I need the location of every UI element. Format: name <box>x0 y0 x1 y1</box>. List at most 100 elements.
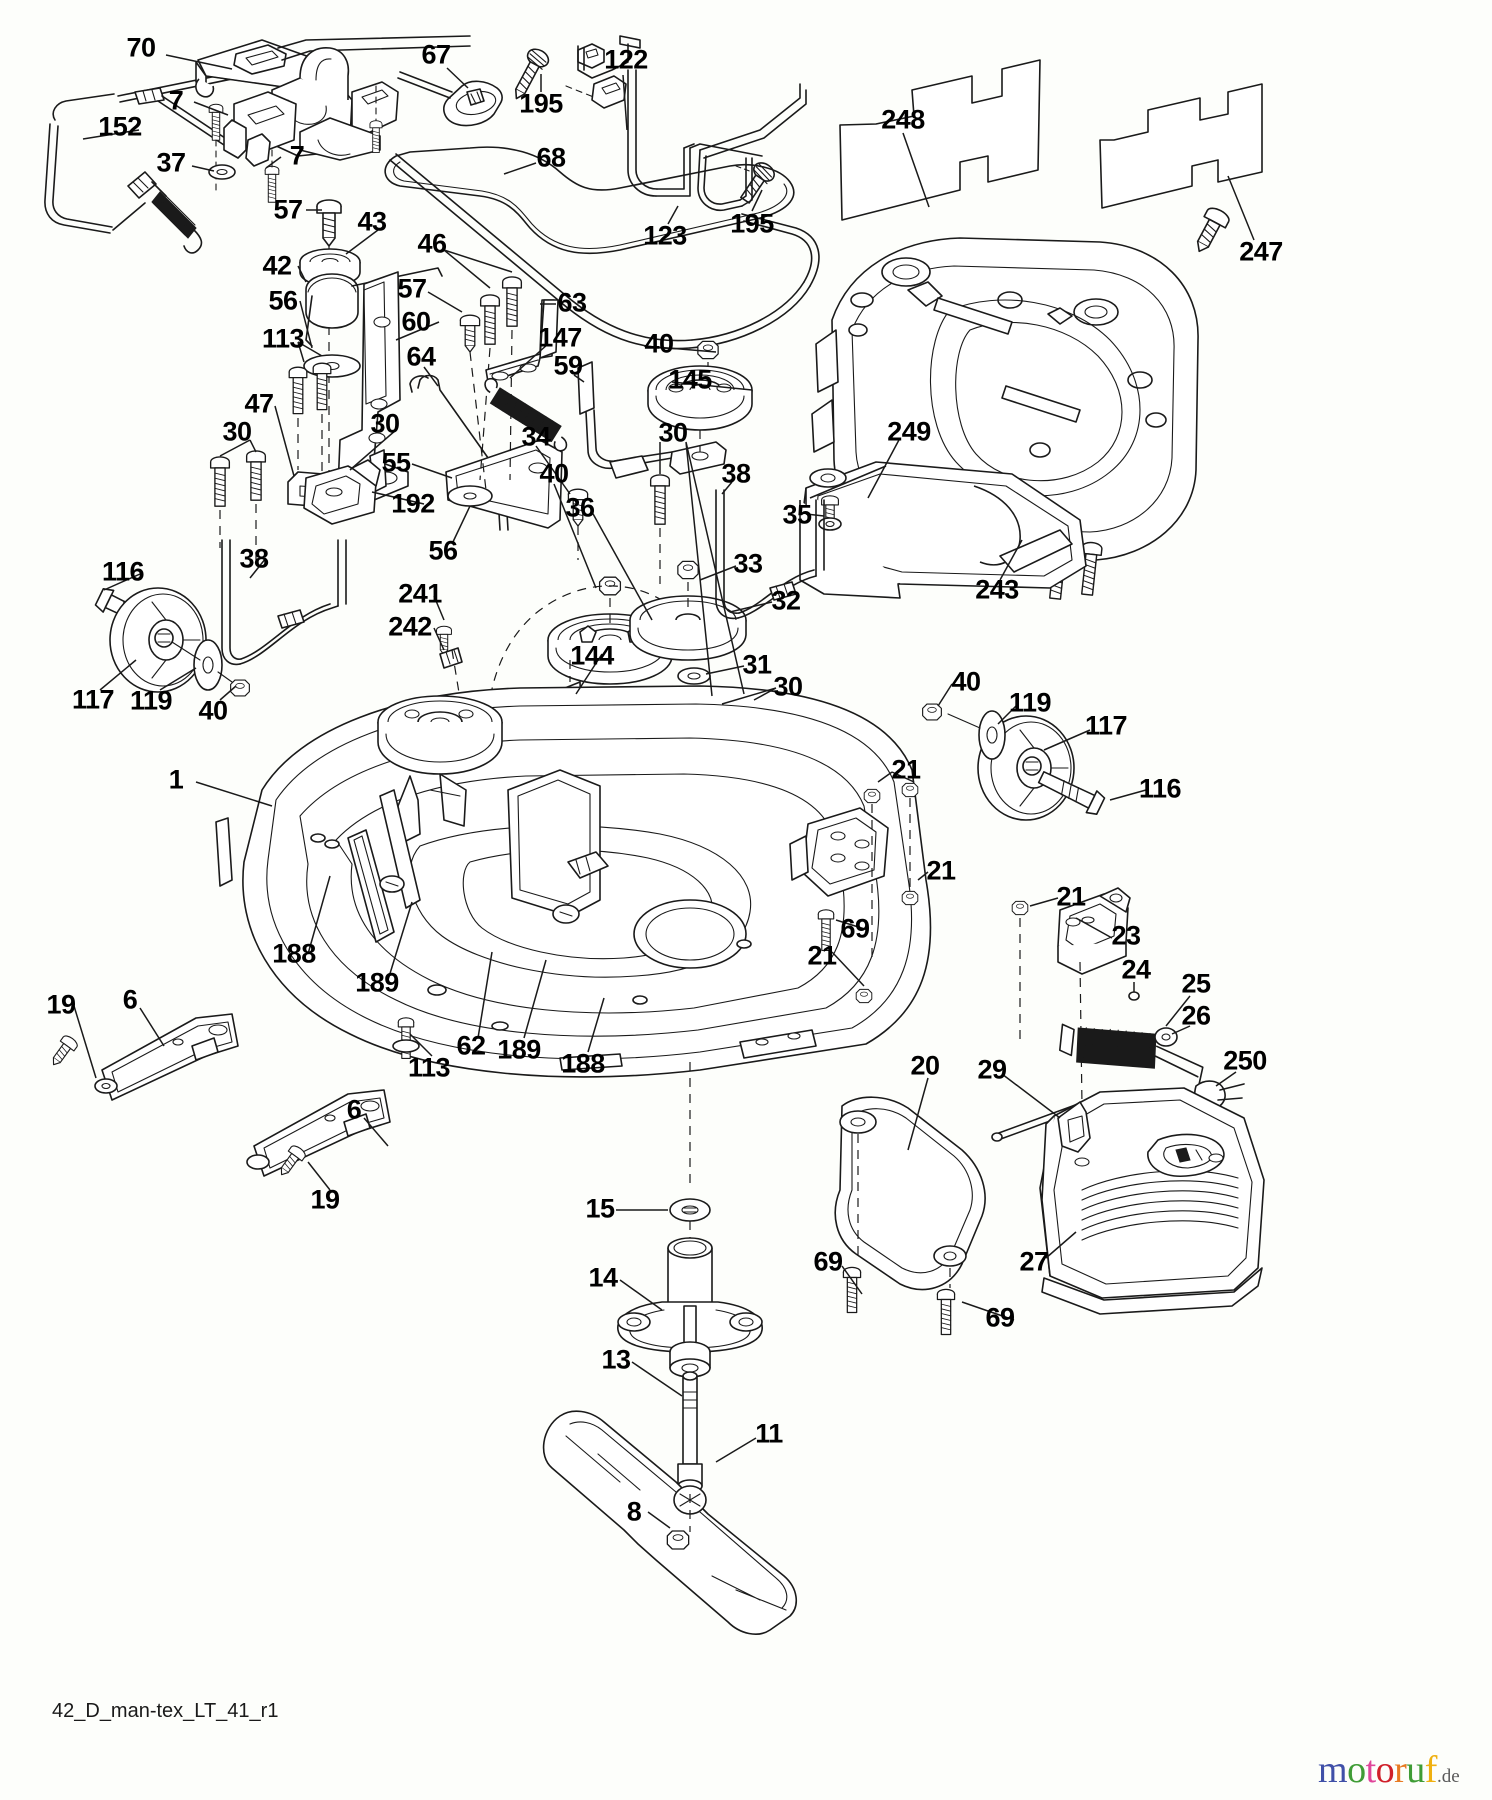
watermark-letter: f <box>1424 1749 1438 1791</box>
callout-34: 34 <box>521 421 551 452</box>
group-discharge-chute <box>799 461 1087 599</box>
callout-59: 59 <box>553 350 583 381</box>
callout-145: 145 <box>668 364 712 395</box>
callout-36: 36 <box>565 492 595 523</box>
callout-248: 248 <box>881 104 925 135</box>
callout-14: 14 <box>588 1262 618 1293</box>
callout-31: 31 <box>742 649 772 680</box>
watermark-letter: o <box>1375 1749 1395 1791</box>
callout-43: 43 <box>357 206 387 237</box>
callout-6: 6 <box>346 1094 362 1125</box>
watermark-letter: u <box>1406 1749 1425 1791</box>
callout-29: 29 <box>977 1054 1007 1085</box>
callout-26: 26 <box>1181 1000 1211 1031</box>
callout-57: 57 <box>273 194 303 225</box>
callout-147: 147 <box>538 322 582 353</box>
callout-189: 189 <box>497 1034 541 1065</box>
callout-40: 40 <box>539 458 569 489</box>
callout-56: 56 <box>268 285 298 316</box>
callout-25: 25 <box>1181 968 1211 999</box>
callout-242: 242 <box>388 611 432 642</box>
callout-119: 119 <box>1008 687 1052 718</box>
callout-46: 46 <box>417 228 447 259</box>
group-mount-brackets-6 <box>46 1013 391 1181</box>
callout-35: 35 <box>782 499 812 530</box>
callout-152: 152 <box>98 111 142 142</box>
callout-144: 144 <box>570 640 614 671</box>
callout-40: 40 <box>644 328 674 359</box>
callout-195: 195 <box>730 208 774 239</box>
callout-30: 30 <box>222 416 252 447</box>
callout-19: 19 <box>46 989 76 1020</box>
callout-38: 38 <box>721 458 751 489</box>
group-gauge-wheel-left <box>94 587 250 697</box>
callout-117: 117 <box>71 684 115 715</box>
callout-188: 188 <box>272 938 316 969</box>
callout-64: 64 <box>406 341 436 372</box>
callout-250: 250 <box>1223 1045 1267 1076</box>
group-chute-cover-assembly <box>991 887 1265 1315</box>
callout-19: 19 <box>310 1184 340 1215</box>
motoruf-watermark: motoruf.de <box>1318 1748 1460 1792</box>
callout-70: 70 <box>126 32 156 63</box>
callout-113: 113 <box>407 1052 451 1083</box>
callout-69: 69 <box>840 913 870 944</box>
callout-67: 67 <box>421 39 451 70</box>
callout-69: 69 <box>813 1246 843 1277</box>
callout-8: 8 <box>626 1496 642 1527</box>
callout-56: 56 <box>428 535 458 566</box>
callout-33: 33 <box>733 548 763 579</box>
watermark-letter: m <box>1318 1749 1348 1791</box>
callout-47: 47 <box>244 388 274 419</box>
callout-119: 119 <box>129 685 173 716</box>
callout-113: 113 <box>261 323 305 354</box>
callout-21: 21 <box>926 855 956 886</box>
group-spindle-blade-assembly <box>542 1198 797 1635</box>
callout-40: 40 <box>198 695 228 726</box>
group-idler-pulley-145 <box>577 340 753 479</box>
group-belt-guides <box>384 35 820 350</box>
callout-249: 249 <box>887 416 931 447</box>
group-lift-handle-assembly <box>44 35 471 254</box>
callout-116: 116 <box>1138 773 1182 804</box>
callout-189: 189 <box>355 967 399 998</box>
group-deflector-arm-20 <box>834 1096 986 1336</box>
callout-195: 195 <box>519 88 563 119</box>
callout-7: 7 <box>168 85 184 116</box>
callout-30: 30 <box>370 408 400 439</box>
callout-247: 247 <box>1239 236 1283 267</box>
callout-13: 13 <box>601 1344 631 1375</box>
callout-69: 69 <box>985 1302 1015 1333</box>
callout-122: 122 <box>604 44 648 75</box>
group-pulley-32 <box>629 474 825 749</box>
callout-24: 24 <box>1121 954 1151 985</box>
callout-63: 63 <box>557 287 587 318</box>
callout-123: 123 <box>643 220 687 251</box>
callout-68: 68 <box>536 142 566 173</box>
callout-241: 241 <box>398 578 442 609</box>
callout-192: 192 <box>391 488 435 519</box>
group-main-mower-deck <box>215 685 1029 1190</box>
callout-30: 30 <box>658 417 688 448</box>
callout-11: 11 <box>755 1418 783 1449</box>
group-idler-bracket-parts <box>209 199 568 666</box>
callout-55: 55 <box>381 447 411 478</box>
callout-7: 7 <box>289 140 305 171</box>
watermark-domain-suffix: .de <box>1436 1766 1460 1787</box>
callout-243: 243 <box>975 574 1019 605</box>
callout-30: 30 <box>773 671 803 702</box>
callout-23: 23 <box>1111 920 1141 951</box>
callout-32: 32 <box>771 585 801 616</box>
callout-117: 117 <box>1084 710 1128 741</box>
callout-20: 20 <box>910 1050 940 1081</box>
callout-42: 42 <box>262 250 292 281</box>
callout-62: 62 <box>456 1030 486 1061</box>
callout-1: 1 <box>168 764 184 795</box>
group-deck-baffles <box>839 59 1263 221</box>
callout-21: 21 <box>1056 881 1086 912</box>
callout-188: 188 <box>561 1048 605 1079</box>
leader-lines-group <box>73 54 1255 1529</box>
watermark-letter: t <box>1365 1749 1377 1791</box>
